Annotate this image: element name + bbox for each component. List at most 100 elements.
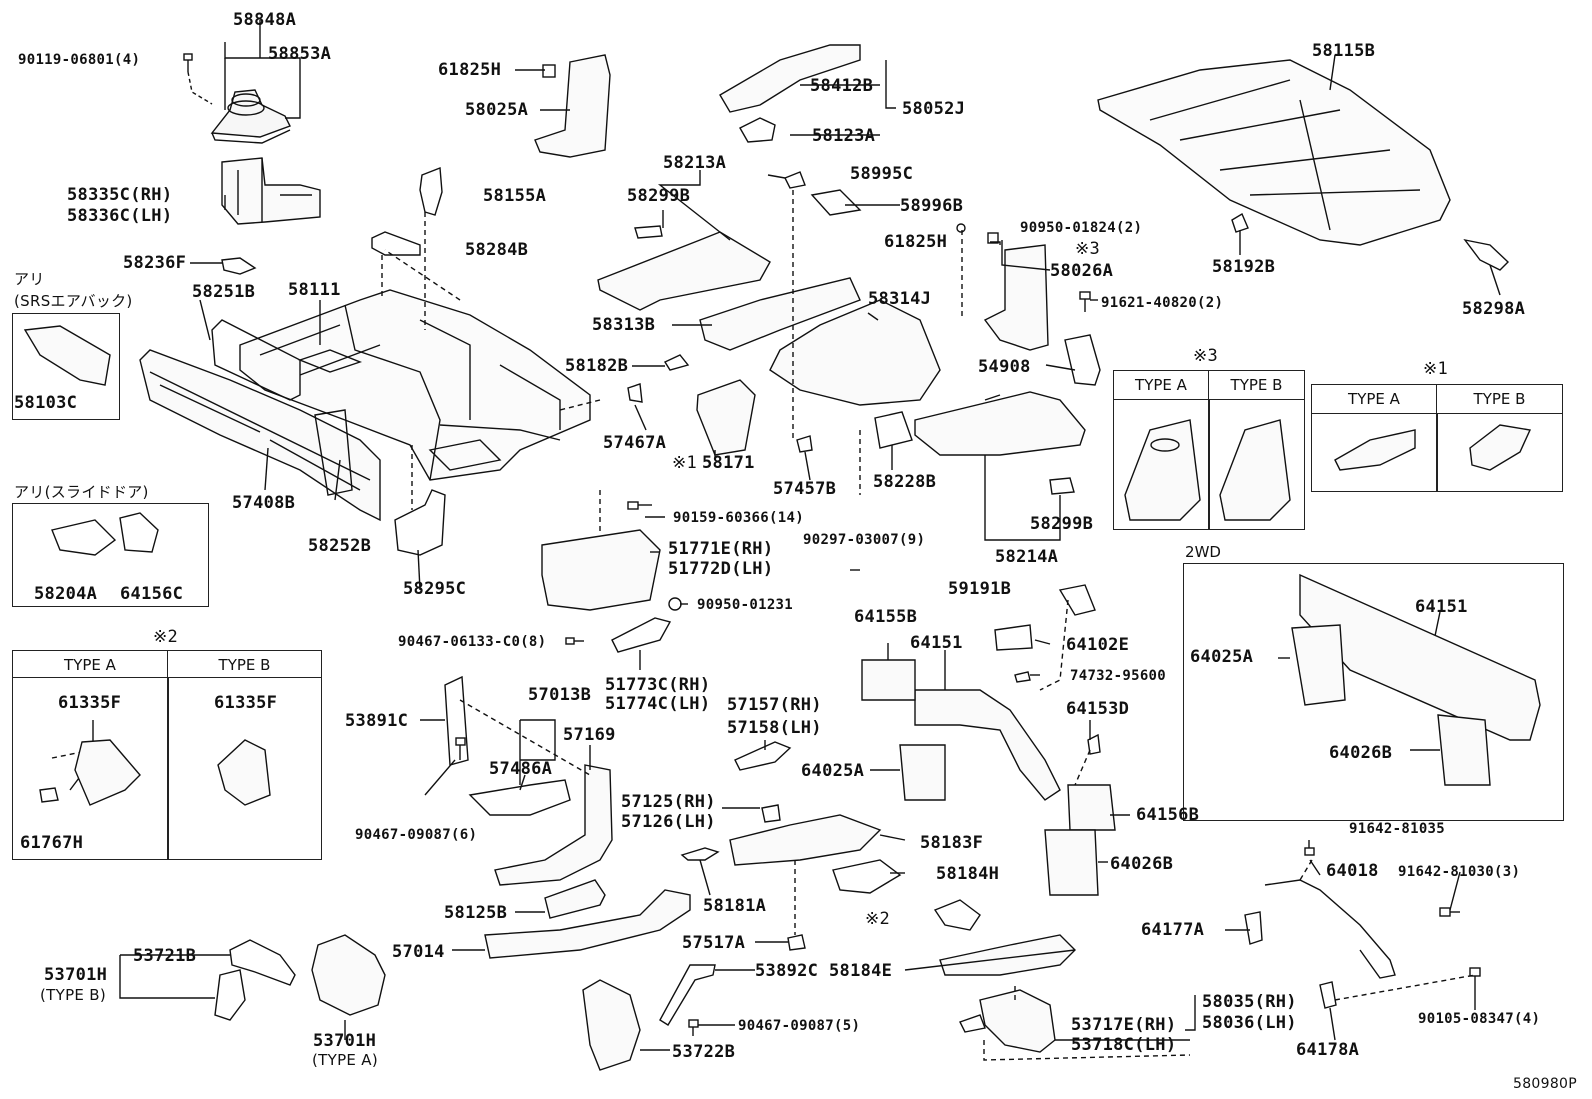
note3-type-a: TYPE A [1135,376,1187,394]
part-57169-drawing [494,764,613,886]
bolt-90467-06133-drawing [565,637,584,645]
note1-vertical [1436,413,1438,492]
label-91642-81030: 91642-81030(3) [1398,864,1521,880]
srs-part-label: 58103C [14,393,78,413]
label-53701H-a: 53701H [313,1031,377,1051]
label-53718C: 53718C(LH) [1071,1035,1177,1055]
note1-b-drawing [1469,424,1532,471]
part-64025A-drawing [899,744,946,801]
label-58026A: 58026A [1050,261,1114,281]
label-64177A: 64177A [1141,920,1205,940]
label-90119-06801: 90119-06801(4) [18,52,141,68]
label-64156B: 64156B [1136,805,1200,825]
label-58295C: 58295C [403,579,467,599]
note2-type-b: TYPE B [218,656,271,674]
note2-divider-b [167,650,322,678]
label-58115B: 58115B [1312,41,1376,61]
label-58182B: 58182B [565,356,629,376]
label-58213A: 58213A [663,153,727,173]
label-58335C: 58335C(RH) [67,185,173,205]
note1-type-b: TYPE B [1473,390,1526,408]
part-58183F-drawing [729,814,882,866]
bolt-90467-09087-5-drawing [688,1019,699,1036]
part-90950-01824-drawing [956,223,966,233]
label-58313B: 58313B [592,315,656,335]
label-58848A: 58848A [233,10,297,30]
note3-header-b [1208,370,1305,400]
bolt-91621-drawing [1079,291,1091,312]
label-51773C: 51773C(RH) [605,675,711,695]
label-59191B: 59191B [948,579,1012,599]
label-58228B: 58228B [873,472,937,492]
part-58314J-drawing [769,299,941,406]
label-90297-03007: 90297-03007(9) [803,532,926,548]
label-64151-a: 64151 [910,633,963,653]
label-57014: 57014 [392,942,445,962]
part-51773C-drawing [611,617,672,653]
label-58052J: 58052J [902,99,966,119]
label-90159-60366: 90159-60366(14) [673,510,804,526]
srs-inset-drawing [23,325,111,386]
part-64018-drawing [1264,879,1396,979]
bolt-90159-drawing [627,501,652,510]
label-58236F: 58236F [123,253,187,273]
note2-a2-drawing [39,787,59,803]
label-51774C: 51774C(LH) [605,694,711,714]
part-53721B-drawing [229,939,296,986]
bolt-90119-drawing [183,53,193,72]
label-58184E: 58184E [829,961,893,981]
part-74732-drawing [1014,671,1031,683]
label-58214A: 58214A [995,547,1059,567]
label-53891C: 53891C [345,711,409,731]
label-64151-b: 64151 [1415,597,1468,617]
part-58236F-drawing [221,257,257,275]
part-58035-drawing [979,989,1056,1053]
note1-mark: ※1 [1423,359,1449,379]
part-58171-drawing [696,379,756,456]
part-58848A-drawing [210,89,291,144]
slide-inset-b-drawing [119,512,159,553]
label-mark3: ※3 [1075,239,1101,259]
bolt-90105-drawing [1469,967,1481,990]
note2-part-b: 61335F [214,693,278,713]
srs-caption: アリ [14,270,45,288]
label-58204A: 58204A [34,584,98,604]
label-57126: 57126(LH) [621,812,716,832]
note3-vertical [1208,399,1210,530]
part-64178A-drawing [1319,981,1337,1009]
label-54908: 54908 [978,357,1031,377]
label-58125B: 58125B [444,903,508,923]
label-58025A: 58025A [465,100,529,120]
label-64026B-b: 64026B [1329,743,1393,763]
label-58298A: 58298A [1462,299,1526,319]
part-51771E-drawing [541,529,661,611]
label-64018: 64018 [1326,861,1379,881]
part-58299B-b-drawing [1049,477,1075,495]
part-59191B-drawing [1058,584,1096,616]
diagram-id: 580980P [1513,1076,1577,1092]
part-58995C-drawing [784,171,806,189]
part-58295C-drawing [394,489,446,556]
part-64151-drawing [914,689,1061,801]
label-58251B: 58251B [192,282,256,302]
part-64026B-drawing [1044,829,1099,896]
note3-type-b: TYPE B [1230,376,1283,394]
note1-type-a: TYPE A [1348,390,1400,408]
note3-a-ring [1150,438,1180,452]
note3-b-drawing [1219,419,1291,521]
label-53701H-a-type: (TYPE A) [312,1051,378,1069]
label-58111: 58111 [288,280,341,300]
part-61825H-drawing [542,64,556,78]
part-58313B-drawing [699,277,861,351]
part-64153D-drawing [1087,733,1101,755]
label-64156C: 64156C [120,584,184,604]
label-57457B: 57457B [773,479,837,499]
note2-part-a2: 61767H [20,833,84,853]
part-58996B-drawing [810,189,862,216]
label-57408B: 57408B [232,493,296,513]
label-90105-08347: 90105-08347(4) [1418,1011,1541,1027]
part-58299B-drawing [634,225,663,239]
part-57457B-drawing [796,435,813,453]
label-57486A: 57486A [489,759,553,779]
